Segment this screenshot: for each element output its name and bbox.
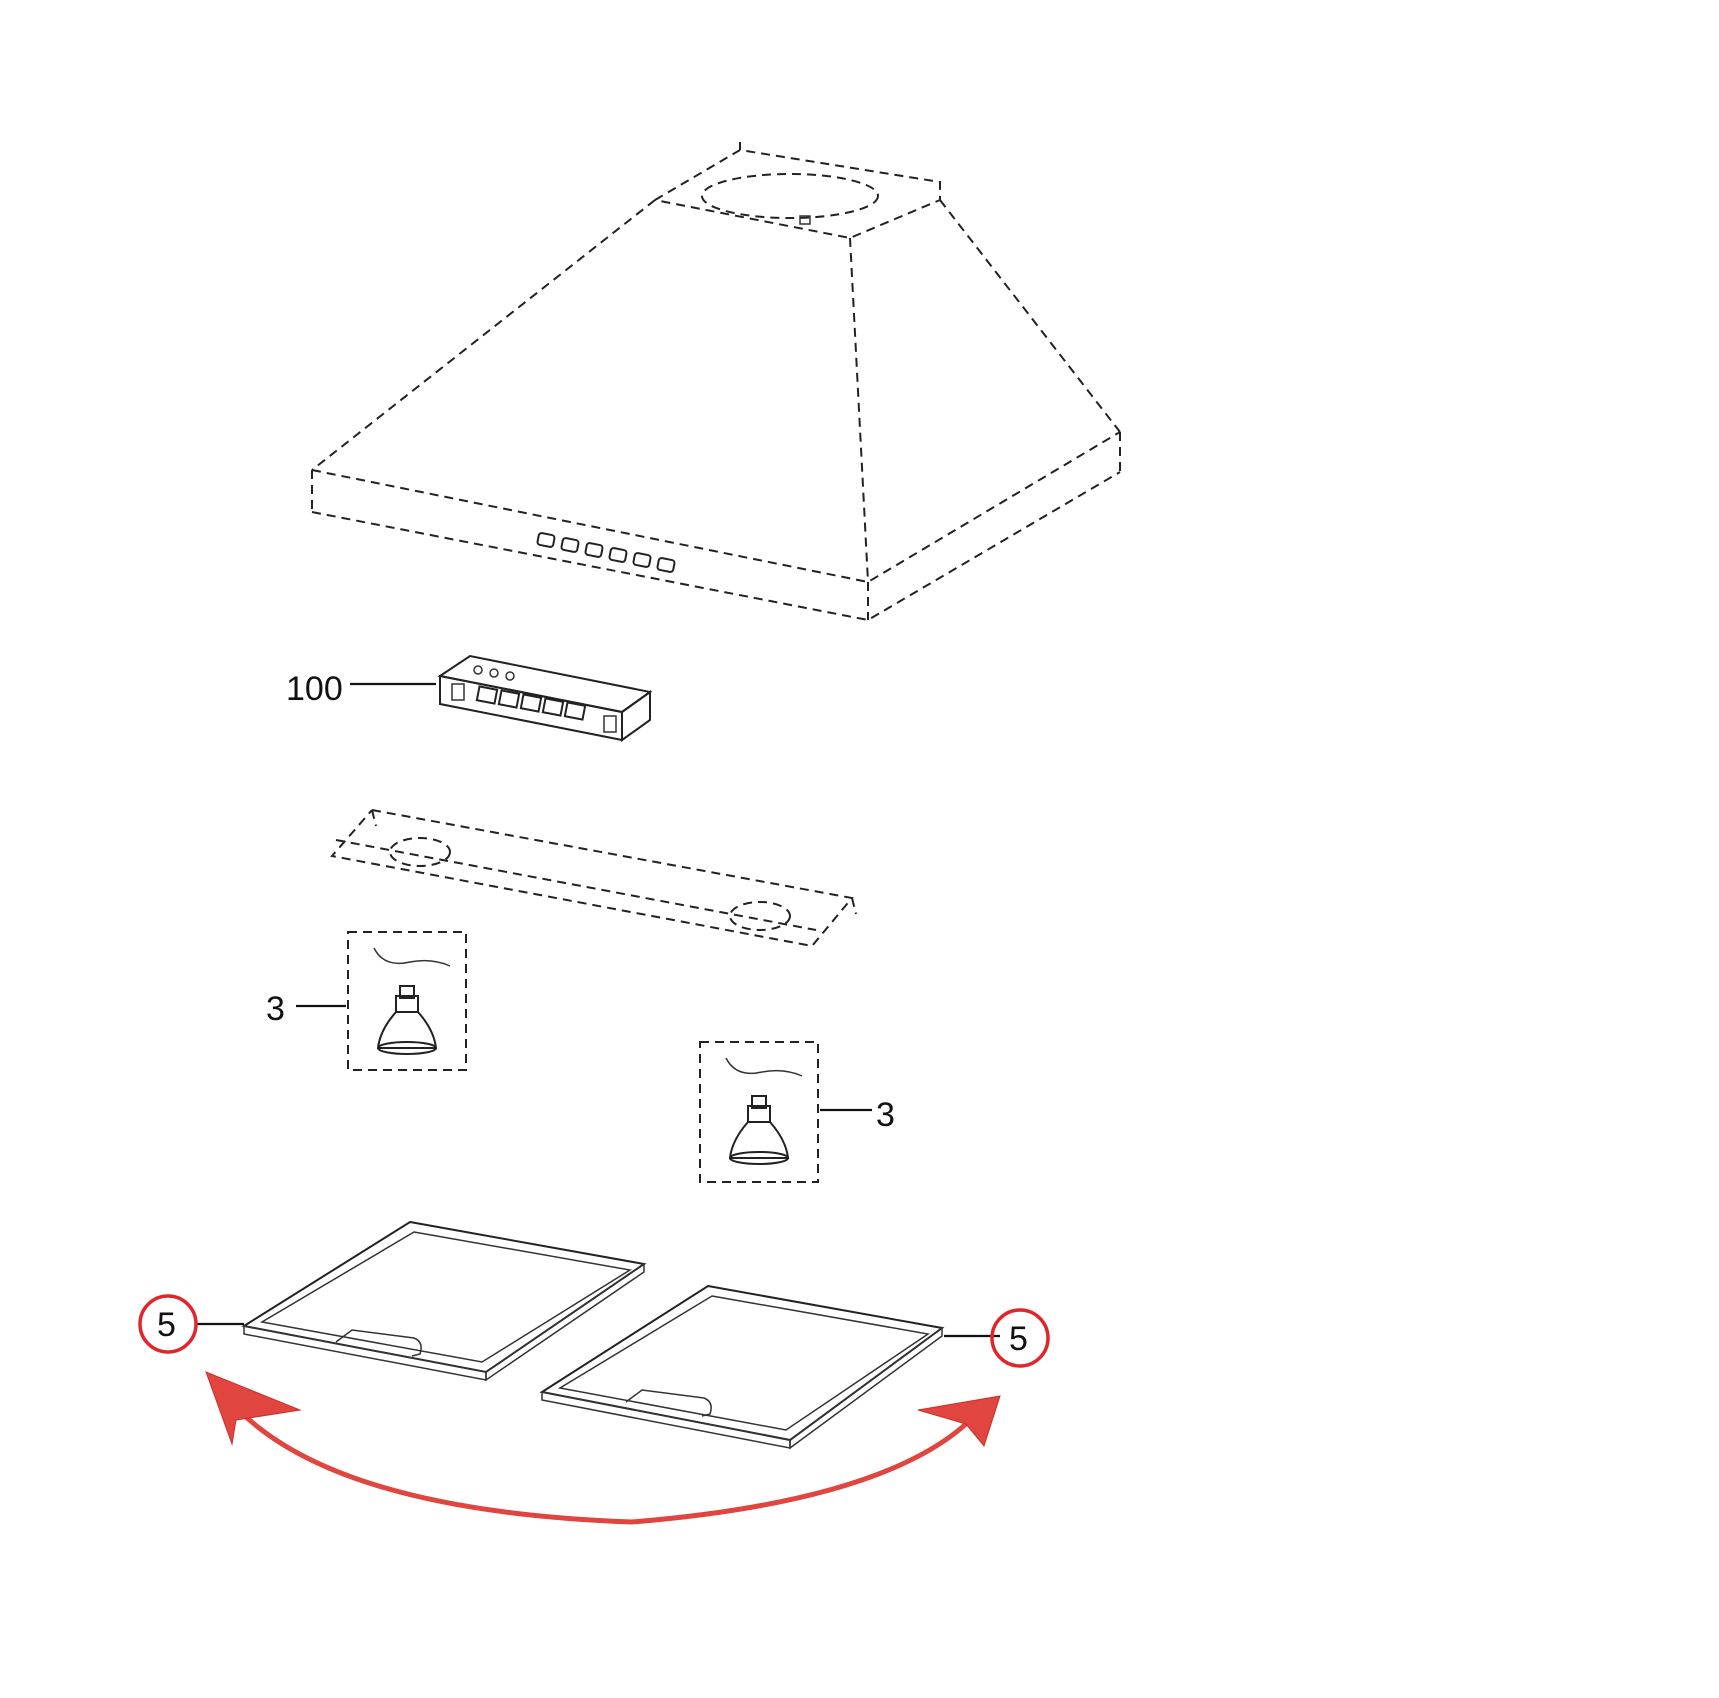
lamp-assembly-left (347, 931, 467, 1071)
range-hood-canopy (311, 142, 1121, 622)
callout-label-100: 100 (286, 670, 343, 708)
hood-button-row (536, 532, 676, 573)
callout-5-left-highlight: 5 (138, 1294, 198, 1354)
arrow-head-right-icon (917, 1395, 1001, 1448)
swap-arrow (205, 1371, 1001, 1525)
callout-label-3-left: 3 (266, 990, 285, 1028)
callout-label-5-left: 5 (157, 1306, 176, 1344)
grease-filter-left (241, 1220, 647, 1382)
control-board-part (437, 654, 653, 742)
callout-label-5-right: 5 (1009, 1320, 1028, 1358)
light-mounting-bracket (330, 809, 857, 948)
arrow-head-left-icon (205, 1371, 302, 1446)
lamp-assembly-right (699, 1041, 819, 1183)
grease-filter-right (539, 1284, 945, 1450)
callout-5-right-highlight: 5 (990, 1308, 1050, 1368)
callout-label-3-right: 3 (876, 1096, 895, 1134)
